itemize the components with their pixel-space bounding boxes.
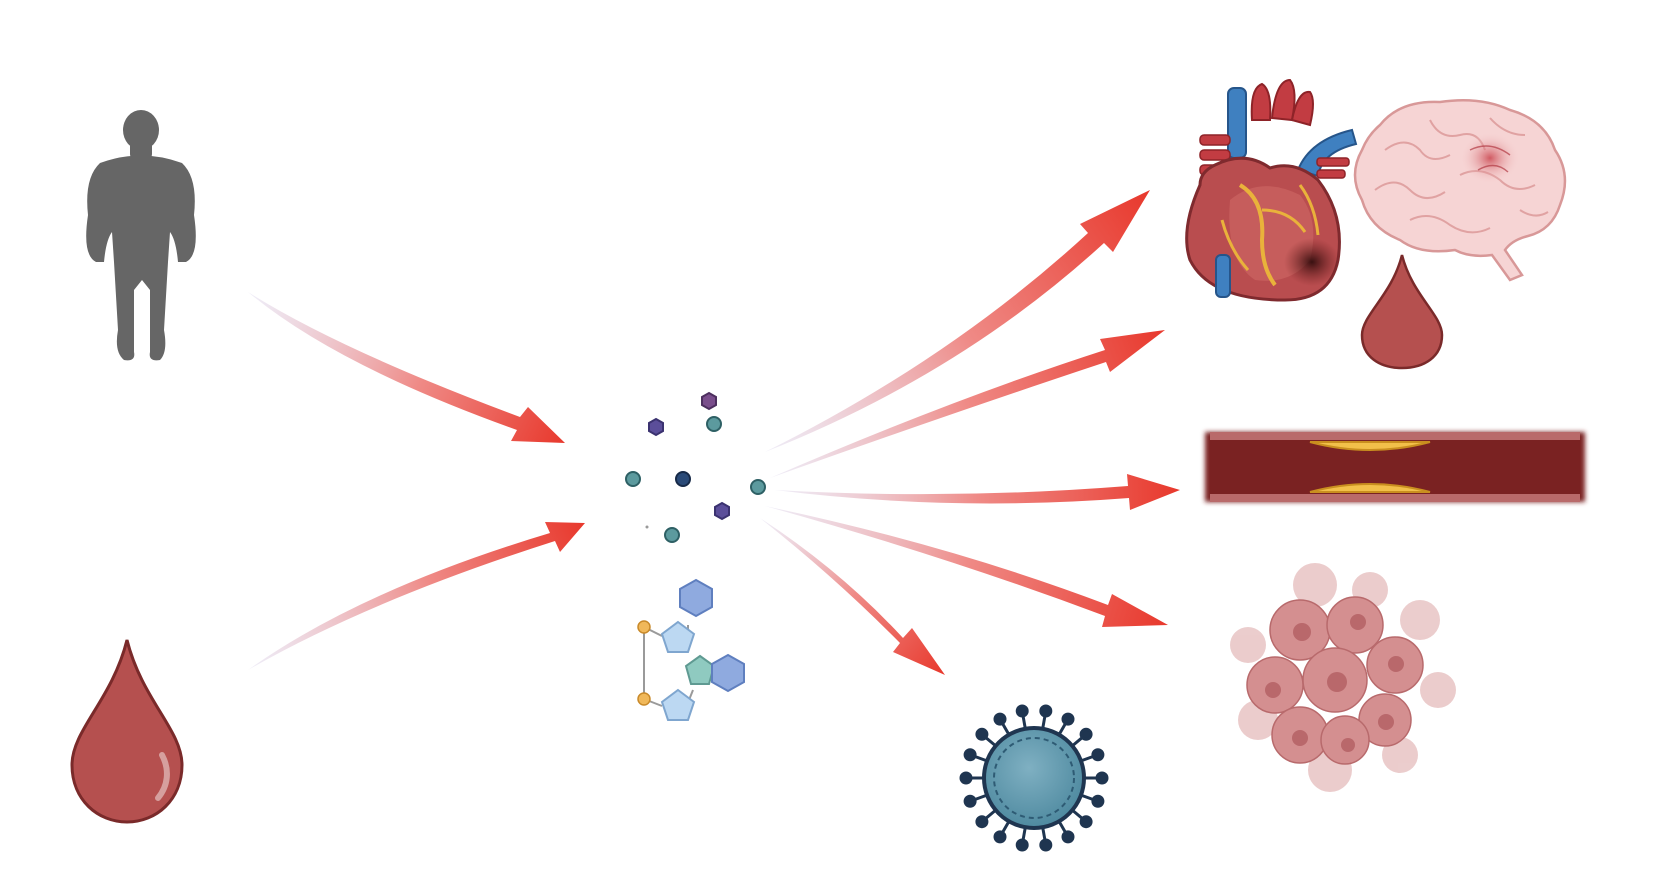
obese-person-silhouette-icon bbox=[86, 110, 196, 361]
nucleotide-chain-icon bbox=[637, 578, 745, 721]
virus-spike-tip bbox=[1039, 704, 1053, 718]
virus-spike-tip bbox=[1079, 727, 1093, 741]
arrow-hub-to-heart bbox=[765, 190, 1150, 452]
arrow-hub-to-brain-stroke bbox=[770, 330, 1165, 478]
small-molecules-and-nucleotides-icon bbox=[625, 391, 766, 721]
virus-spike-tip bbox=[1061, 830, 1075, 844]
brain-stroke-icon bbox=[1353, 98, 1567, 282]
blood-drop-small-icon bbox=[1360, 254, 1444, 370]
blood-drop-icon bbox=[70, 639, 184, 824]
virus-icon bbox=[959, 704, 1109, 852]
virus-spike-tip bbox=[963, 794, 977, 808]
arrow-hub-to-artery bbox=[775, 474, 1180, 510]
virus-spike-tip bbox=[993, 712, 1007, 726]
virus-spike-tip bbox=[975, 727, 989, 741]
virus-spike-tip bbox=[963, 748, 977, 762]
metabolite-dots bbox=[625, 391, 766, 543]
virus-spike-tip bbox=[993, 830, 1007, 844]
arrow-blood-to-hub bbox=[248, 522, 585, 670]
virus-spike-tip bbox=[1015, 838, 1029, 852]
virus-spike-tip bbox=[1095, 771, 1109, 785]
arrow-hub-to-tumor bbox=[765, 506, 1168, 627]
virus-spike-tip bbox=[1039, 838, 1053, 852]
atherosclerotic-artery-icon bbox=[1205, 432, 1585, 502]
virus-spike-tip bbox=[1091, 794, 1105, 808]
virus-spike-tip bbox=[1061, 712, 1075, 726]
virus-spike-tip bbox=[1091, 748, 1105, 762]
arrow-obesity-to-hub bbox=[248, 292, 565, 443]
virus-spike-tip bbox=[975, 815, 989, 829]
virus-spike-tip bbox=[1079, 815, 1093, 829]
arrow-hub-to-virus bbox=[760, 518, 945, 675]
tumor-cell-cluster-icon bbox=[1230, 563, 1456, 792]
heart-infarct-icon bbox=[1185, 78, 1358, 302]
virus-spike-tip bbox=[1015, 704, 1029, 718]
virus-spike-tip bbox=[959, 771, 973, 785]
